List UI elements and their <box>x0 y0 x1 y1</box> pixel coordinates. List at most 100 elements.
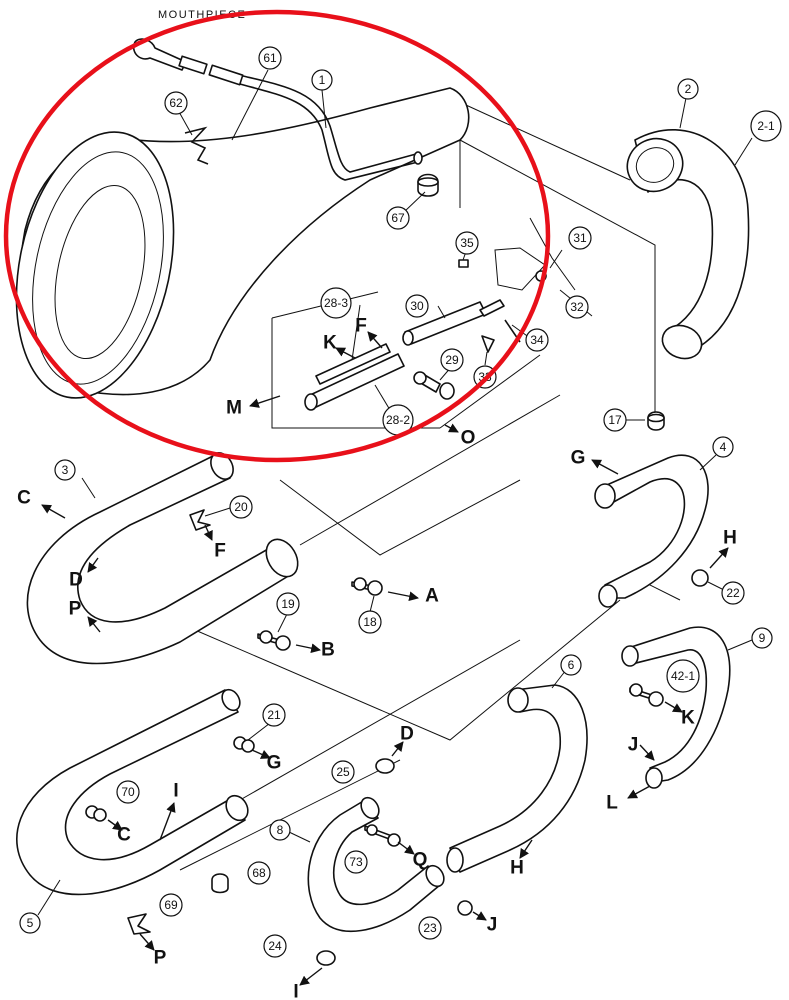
connection-letters: A B C C D D F F G G H H I I J J K K L M … <box>17 316 737 1000</box>
part-bubble-8: 8 <box>269 819 291 841</box>
svg-text:32: 32 <box>570 300 584 314</box>
letter-k-lower: K <box>681 708 695 729</box>
part-22-cap <box>691 569 709 587</box>
part-bubble-28-3: 28-3 <box>320 287 352 319</box>
letter-c-lower: C <box>117 825 131 846</box>
letter-f-upper: F <box>355 316 367 337</box>
svg-text:70: 70 <box>121 785 135 799</box>
svg-text:17: 17 <box>608 413 622 427</box>
part-bubble-2-1: 2-1 <box>750 110 782 142</box>
part-bubble-5: 5 <box>19 912 41 934</box>
letter-j-lower: J <box>487 915 498 936</box>
letter-g-lower: G <box>267 753 282 774</box>
part-17-cap <box>647 411 665 431</box>
svg-text:29: 29 <box>445 353 459 367</box>
svg-text:34: 34 <box>530 333 544 347</box>
letter-b: B <box>321 640 335 661</box>
part-bubble-34: 34 <box>525 328 549 352</box>
part-bubble-18: 18 <box>358 610 382 634</box>
letter-g-upper: G <box>571 448 586 469</box>
svg-text:19: 19 <box>281 597 295 611</box>
letter-p-upper: P <box>69 599 82 620</box>
part-bubble-4: 4 <box>712 436 734 458</box>
part-bubble-1: 1 <box>311 69 333 91</box>
part-bubble-21: 21 <box>262 703 286 727</box>
svg-text:2-1: 2-1 <box>757 119 775 133</box>
small-parts-21-68-69-70 <box>85 736 255 935</box>
highlight-ellipse <box>3 9 551 463</box>
svg-text:62: 62 <box>169 96 183 110</box>
valve-parts-18-19-20 <box>189 509 383 651</box>
svg-text:28-2: 28-2 <box>386 413 410 427</box>
svg-text:68: 68 <box>252 866 266 880</box>
small-parts-23-24-25-42-73 <box>316 683 664 966</box>
svg-text:3: 3 <box>62 463 69 477</box>
part-bubble-19: 19 <box>276 592 300 616</box>
letter-i-lower: I <box>293 982 298 1000</box>
part-bubble-28-2: 28-2 <box>382 404 414 436</box>
part-bubble-29: 29 <box>440 348 464 372</box>
letter-p-lower: P <box>154 948 167 969</box>
part-bubble-9: 9 <box>751 627 773 649</box>
svg-text:6: 6 <box>568 658 575 672</box>
part-62-clip <box>184 126 209 165</box>
svg-text:35: 35 <box>460 236 474 250</box>
letter-q: Q <box>413 850 428 871</box>
crook-part-9 <box>621 626 731 789</box>
part-bubble-6: 6 <box>560 654 582 676</box>
letter-o: O <box>461 428 476 449</box>
slide-part-6 <box>446 684 588 873</box>
part-bubble-30: 30 <box>405 294 429 318</box>
part-bubble-73: 73 <box>344 850 368 874</box>
svg-text:2: 2 <box>685 82 692 96</box>
letter-l: L <box>606 793 618 814</box>
svg-text:21: 21 <box>267 708 281 722</box>
svg-text:30: 30 <box>410 299 424 313</box>
main-slide-part-5 <box>16 688 249 896</box>
svg-text:9: 9 <box>759 631 766 645</box>
svg-text:67: 67 <box>391 211 405 225</box>
part-bubble-23: 23 <box>418 916 442 940</box>
svg-text:1: 1 <box>319 73 326 87</box>
letter-m: M <box>226 398 242 419</box>
part-bubble-31: 31 <box>568 226 592 250</box>
part-bubble-22: 22 <box>721 581 745 605</box>
letter-a: A <box>425 586 439 607</box>
part-bubble-25: 25 <box>331 760 355 784</box>
svg-text:31: 31 <box>573 231 587 245</box>
part-bubble-24: 24 <box>263 934 287 958</box>
crook-part-8 <box>307 796 445 933</box>
svg-text:69: 69 <box>164 898 178 912</box>
part-67-cap <box>417 173 439 197</box>
part-bubble-17: 17 <box>603 408 627 432</box>
part-bubble-42-1: 42-1 <box>666 659 700 693</box>
part-bubble-68: 68 <box>247 861 271 885</box>
u-slide-part-3 <box>26 452 299 665</box>
connection-arrows <box>41 331 729 986</box>
leader-lines <box>37 69 753 916</box>
svg-text:20: 20 <box>234 500 248 514</box>
slide-assembly <box>304 217 576 411</box>
part-bubble-67: 67 <box>386 206 410 230</box>
part-bubble-62: 62 <box>164 91 188 115</box>
svg-text:28-3: 28-3 <box>324 296 348 310</box>
part-bubble-20: 20 <box>229 495 253 519</box>
letter-h-upper: H <box>723 528 737 549</box>
part-bubble-32: 32 <box>565 295 589 319</box>
letter-i-upper: I <box>173 781 178 802</box>
svg-text:4: 4 <box>720 440 727 454</box>
svg-text:61: 61 <box>263 51 277 65</box>
part-bubble-69: 69 <box>159 893 183 917</box>
svg-text:22: 22 <box>726 586 740 600</box>
svg-text:5: 5 <box>27 916 34 930</box>
letter-d-upper: D <box>69 570 83 591</box>
letter-j-upper: J <box>628 735 639 756</box>
part-bubble-35: 35 <box>455 231 479 255</box>
part-bubble-61: 61 <box>258 46 282 70</box>
part-bubble-3: 3 <box>54 459 76 481</box>
assembly-guide-lines <box>179 99 681 871</box>
bell-part <box>15 87 470 399</box>
svg-text:42-1: 42-1 <box>671 669 695 683</box>
letter-d-lower: D <box>400 724 414 745</box>
